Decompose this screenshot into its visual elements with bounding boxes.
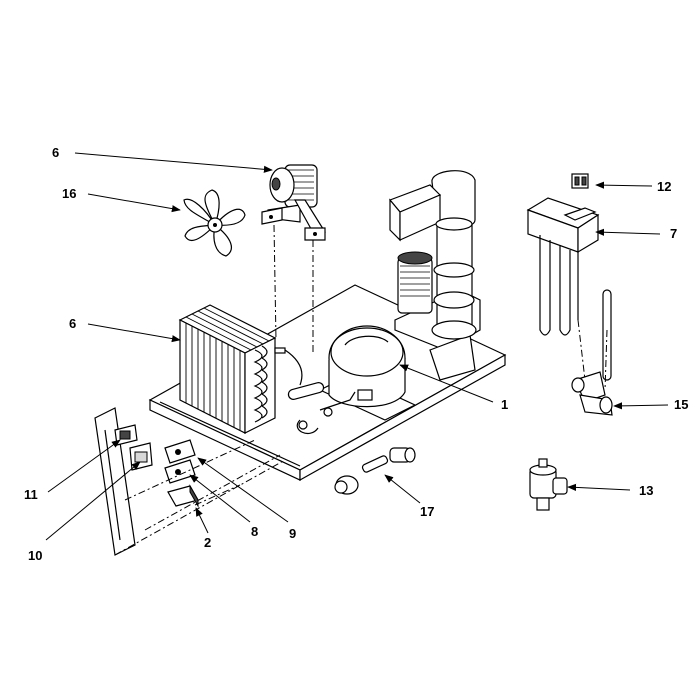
water-inlet-assembly: [571, 289, 613, 416]
fan-motor: [261, 164, 326, 241]
callout-12: 12: [657, 179, 671, 194]
leader-lines: [45, 152, 669, 541]
callout-labels: 6 16 6 12 7 1 15 13 17 11 10 8 9 2: [24, 145, 688, 563]
fittings-kit: [334, 447, 416, 495]
condenser-coil: [178, 304, 286, 434]
callout-13: 13: [639, 483, 653, 498]
callout-10: 10: [28, 548, 42, 563]
callout-6-condenser: 6: [69, 316, 76, 331]
callout-2: 2: [204, 535, 211, 550]
callout-8: 8: [251, 524, 258, 539]
sensor-clip: [571, 173, 589, 189]
callout-16: 16: [62, 186, 76, 201]
callout-7: 7: [670, 226, 677, 241]
callout-6-fan-motor: 6: [52, 145, 59, 160]
compressor: [318, 325, 417, 421]
solenoid-valve: [529, 458, 568, 511]
terminal-block-upper: [164, 439, 196, 464]
water-sensor-box: [526, 197, 600, 336]
refrigerant-lines: [284, 349, 356, 434]
relay: [129, 442, 153, 471]
terminal-block-lower: [164, 459, 196, 484]
capacitor: [167, 484, 199, 508]
callout-17: 17: [420, 504, 434, 519]
callout-15: 15: [674, 397, 688, 412]
callout-1: 1: [501, 397, 508, 412]
callout-11: 11: [24, 487, 38, 502]
pump-assembly: [388, 170, 481, 381]
fan-blade: [183, 189, 246, 257]
callout-9: 9: [289, 526, 296, 541]
